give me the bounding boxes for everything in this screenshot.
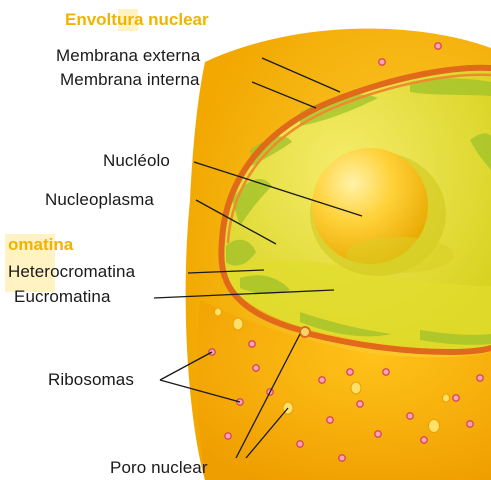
nucleolus-label: Nucléolo xyxy=(103,151,170,171)
envelope-heading: Envoltura nuclear xyxy=(62,9,212,31)
nucleoplasm-label: Nucleoplasma xyxy=(45,190,154,210)
heterochromatin-label: Heterocromatina xyxy=(8,262,135,282)
outer-membrane-label: Membrana externa xyxy=(56,46,200,66)
inner-membrane-label: Membrana interna xyxy=(60,70,200,90)
ribosomes-label: Ribosomas xyxy=(48,370,134,390)
nuclear-pore-label: Poro nuclear xyxy=(110,458,208,478)
nuclear-pore xyxy=(300,327,310,337)
euchromatin-label: Eucromatina xyxy=(14,287,111,307)
